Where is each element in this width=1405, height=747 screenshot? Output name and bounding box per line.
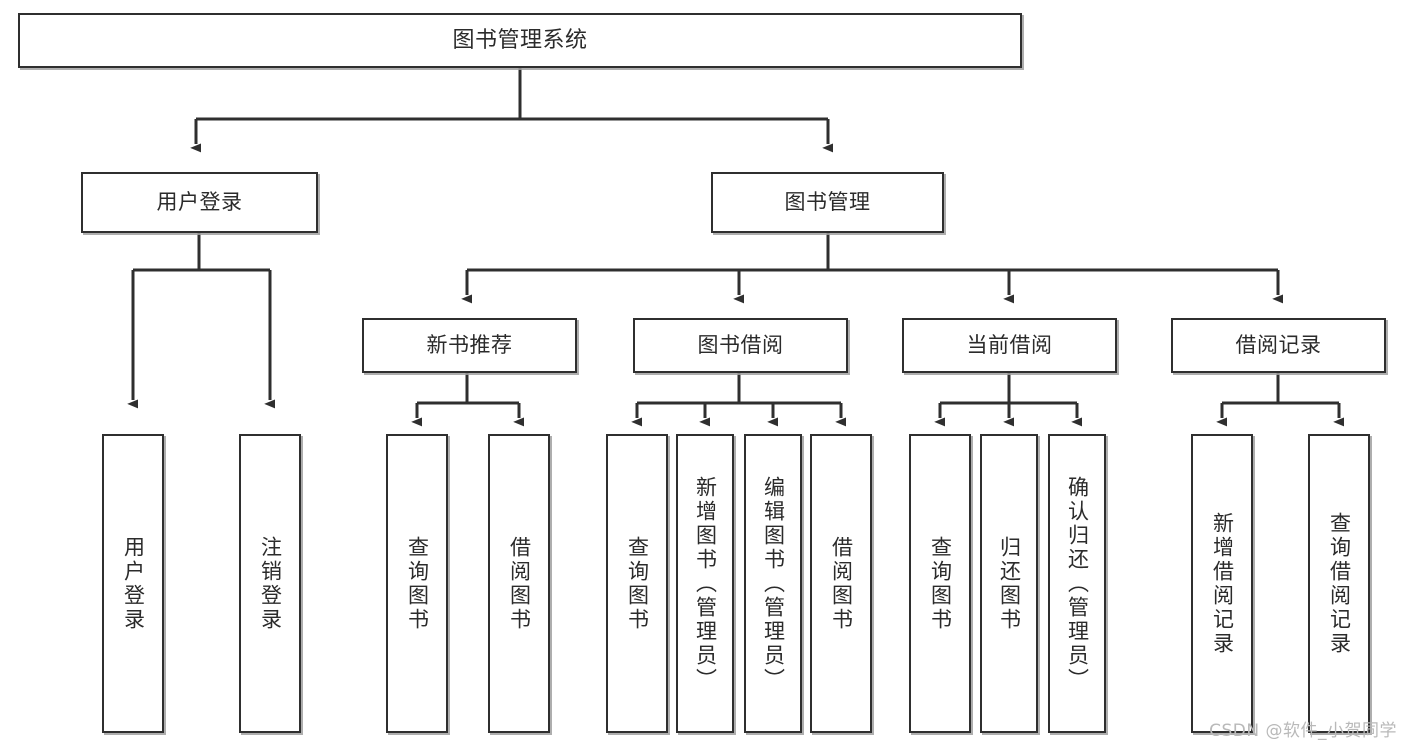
node-root-label: 图书管理系统 — [452, 27, 588, 53]
node-user-login-label: 用户登录 — [156, 190, 243, 215]
node-leaf-confirm-return-label: 确认归还（管理员） — [1065, 475, 1090, 692]
node-borrow-record[interactable]: 借阅记录 — [1171, 318, 1386, 373]
watermark: CSDN @软件_小贺同学 — [1209, 721, 1397, 741]
node-user-login[interactable]: 用户登录 — [81, 172, 318, 233]
node-leaf-add-record[interactable]: 新增借阅记录 — [1191, 434, 1253, 733]
node-leaf-add-book[interactable]: 新增图书（管理员） — [676, 434, 734, 733]
node-leaf-query-record-label: 查询借阅记录 — [1327, 511, 1352, 656]
node-leaf-add-record-label: 新增借阅记录 — [1210, 511, 1235, 656]
node-leaf-user-logout-label: 注销登录 — [258, 535, 283, 632]
node-leaf-query-book-3[interactable]: 查询图书 — [909, 434, 971, 733]
node-leaf-query-record[interactable]: 查询借阅记录 — [1308, 434, 1370, 733]
node-leaf-borrow-book-1-label: 借阅图书 — [507, 535, 532, 632]
node-borrow-record-label: 借阅记录 — [1235, 333, 1322, 358]
node-leaf-query-book-3-label: 查询图书 — [928, 535, 953, 632]
node-book-borrow[interactable]: 图书借阅 — [633, 318, 848, 373]
node-new-book-rec[interactable]: 新书推荐 — [362, 318, 577, 373]
node-leaf-user-login[interactable]: 用户登录 — [102, 434, 164, 733]
node-new-book-rec-label: 新书推荐 — [426, 333, 513, 358]
node-book-borrow-label: 图书借阅 — [697, 333, 784, 358]
node-book-manage-label: 图书管理 — [784, 190, 871, 215]
node-leaf-edit-book[interactable]: 编辑图书（管理员） — [744, 434, 802, 733]
node-leaf-query-book-1[interactable]: 查询图书 — [386, 434, 448, 733]
node-leaf-user-logout[interactable]: 注销登录 — [239, 434, 301, 733]
node-leaf-query-book-2-label: 查询图书 — [625, 535, 650, 632]
node-leaf-borrow-book-1[interactable]: 借阅图书 — [488, 434, 550, 733]
node-leaf-confirm-return[interactable]: 确认归还（管理员） — [1048, 434, 1106, 733]
node-leaf-borrow-book-2[interactable]: 借阅图书 — [810, 434, 872, 733]
node-root[interactable]: 图书管理系统 — [18, 13, 1022, 68]
node-leaf-return-book-label: 归还图书 — [997, 535, 1022, 632]
node-current-borrow[interactable]: 当前借阅 — [902, 318, 1117, 373]
node-leaf-query-book-1-label: 查询图书 — [405, 535, 430, 632]
node-leaf-user-login-label: 用户登录 — [121, 535, 146, 632]
node-leaf-query-book-2[interactable]: 查询图书 — [606, 434, 668, 733]
node-leaf-return-book[interactable]: 归还图书 — [980, 434, 1038, 733]
node-book-manage[interactable]: 图书管理 — [711, 172, 944, 233]
node-leaf-borrow-book-2-label: 借阅图书 — [829, 535, 854, 632]
node-current-borrow-label: 当前借阅 — [966, 333, 1053, 358]
node-leaf-add-book-label: 新增图书（管理员） — [693, 475, 718, 692]
node-leaf-edit-book-label: 编辑图书（管理员） — [761, 475, 786, 692]
